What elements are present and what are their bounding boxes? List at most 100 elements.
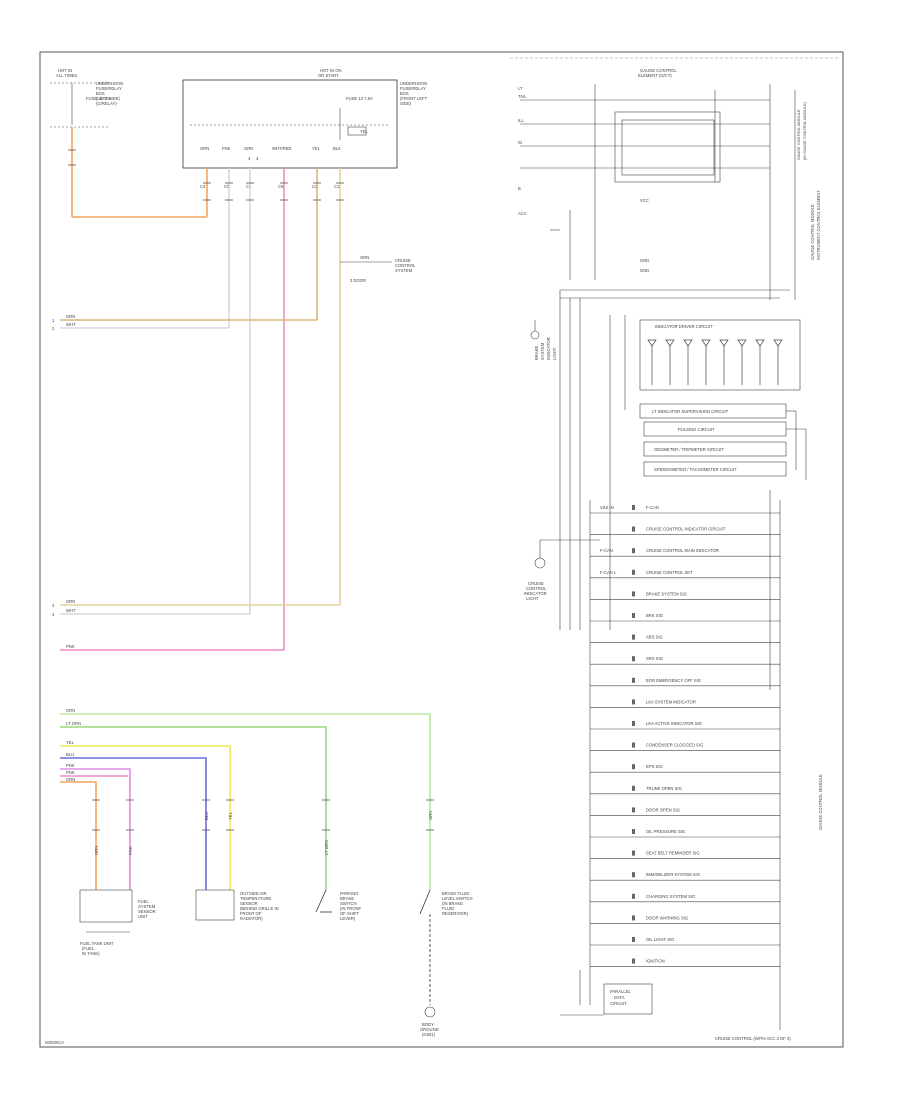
list-row-pin bbox=[632, 526, 635, 532]
fuse-mid: FUSE 13 7.5A bbox=[346, 96, 373, 101]
top-row-5: B bbox=[518, 186, 521, 191]
top-row-1: LT bbox=[518, 86, 523, 91]
leds-title: INDICATOR DRIVER CIRCUIT bbox=[655, 324, 713, 329]
list-row-pin bbox=[632, 505, 635, 510]
diagram-frame bbox=[39, 51, 844, 1048]
ring-label-4: LIGHT bbox=[526, 596, 539, 601]
fuse-left: FUSE 21 10A bbox=[86, 96, 112, 101]
fuse-section-left: HOT IN ALL TIMES FUSE 21 10A UNDERHOOD F… bbox=[50, 68, 123, 128]
list-row-text: ABS SIG bbox=[646, 635, 663, 640]
bottom-box-1: PARALLEL bbox=[610, 989, 632, 994]
connector-marks bbox=[68, 149, 344, 201]
ring-label-2: CONTROL bbox=[526, 586, 547, 591]
cruise-switch-tag: GRN bbox=[360, 255, 369, 260]
list-row-text: LKA SYSTEM INDICATOR bbox=[646, 699, 696, 704]
diag-text-2: (IN GAUGE CONTROL MODULE) bbox=[803, 101, 807, 160]
bottom-wire-5: PNK bbox=[66, 763, 75, 768]
bottom-box-2: DATA bbox=[614, 995, 625, 1000]
list-row-pin bbox=[632, 785, 635, 791]
stack-box-3: ODOMETER / TRIPMETER CIRCUIT bbox=[654, 447, 724, 452]
stack-box-2: PULSING CIRCUIT bbox=[678, 427, 715, 432]
cruise-switch-sub: 3 DOOR bbox=[350, 278, 366, 283]
footer-right-title: CRUISE CONTROL (WITH ACC 3 OF 3) bbox=[715, 1036, 791, 1041]
air-sensor-4: (BEHIND GRILLE IN bbox=[240, 906, 279, 911]
module-pin-num-2: 3 bbox=[256, 156, 259, 161]
fuel-sensor-1: FUEL bbox=[138, 899, 149, 904]
list-row-code: VSS IN bbox=[600, 505, 614, 510]
list-row-text: TRUNK OPEN SIG bbox=[646, 786, 682, 791]
list-row-pin bbox=[632, 656, 635, 662]
list-row-text: CRUISE CONTROL INDICATOR CIRCUIT bbox=[646, 527, 726, 532]
cruise-switch-desc-1: CRUISE bbox=[395, 258, 411, 263]
pb-switch-3: SWITCH bbox=[340, 901, 357, 906]
list-row-pin bbox=[632, 764, 635, 770]
top-unit-2: ELEMENT (G/CT) bbox=[638, 73, 672, 78]
fuel-sensor-sub-2: (FUEL bbox=[82, 946, 95, 951]
bottom-wire-6: PNK bbox=[66, 770, 75, 775]
top-row-2: TAIL bbox=[518, 94, 527, 99]
list-row-text: DOOR OPEN SIG bbox=[646, 807, 680, 812]
fuel-sensor-sub-3: IN TANK) bbox=[82, 951, 100, 956]
top-row-6: ACC bbox=[518, 211, 527, 216]
pb-switch-6: LEVER) bbox=[340, 916, 356, 921]
list-row-text: IGNITION bbox=[646, 959, 665, 964]
parking-brake-switch: PARKING BRAKE SWITCH (IN FRONT OF SHIFT … bbox=[315, 889, 362, 921]
module-pin-1: GRN bbox=[200, 146, 209, 151]
air-sensor-3: SENSOR bbox=[240, 901, 258, 906]
list-row-pin bbox=[632, 677, 635, 683]
bottom-wire-1: GRN bbox=[66, 708, 75, 713]
fuel-sensor-sub-1: FUEL TANK UNIT bbox=[80, 941, 114, 946]
top-row-4: IG bbox=[518, 140, 522, 145]
air-sensor-1: OUTSIDE AIR bbox=[240, 891, 267, 896]
brake-indicator: BRAKE SYSTEM INDICATOR LIGHT bbox=[530, 320, 557, 360]
brake-fluid-switch: BRAKE FLUID LEVEL SWITCH (IN BRAKE FLUID… bbox=[419, 889, 473, 1037]
mark-4: 4 bbox=[52, 612, 55, 617]
bf-switch-4: FLUID bbox=[442, 906, 454, 911]
vcc-3: GND bbox=[640, 268, 649, 273]
fuse-left-desc-1: UNDERHOOD bbox=[96, 81, 123, 86]
connector-tag-2: C5 bbox=[224, 184, 230, 189]
mark-1: 1 bbox=[52, 318, 55, 323]
ground-label-2: GROUND bbox=[420, 1027, 439, 1032]
footer-left-code: W3000CA bbox=[45, 1040, 64, 1045]
wire-grn2-label: GRN bbox=[66, 599, 75, 604]
pb-switch-5: OF SHIFT bbox=[340, 911, 360, 916]
gauge-top-unit: GAUGE CONTROL ELEMENT (G/CT) LT TAIL ILL… bbox=[518, 68, 807, 630]
fuel-sensor: FUEL SYSTEM SENSOR UNIT FUEL TANK UNIT (… bbox=[79, 889, 156, 956]
list-row-text: CONDENSER CLOGGED SIG bbox=[646, 743, 703, 748]
fuse-mid-desc-2: FUSE/RELAY bbox=[400, 86, 426, 91]
yel-tag: YEL bbox=[360, 129, 369, 134]
list-row-pin bbox=[632, 548, 635, 554]
list-row-pin bbox=[632, 569, 635, 575]
module-pin-6: BLK bbox=[333, 146, 341, 151]
vertical-right-1: GAUGE CONTROL MODULE bbox=[810, 204, 815, 260]
ring-label-1: CRUISE bbox=[528, 581, 544, 586]
list-row-pin bbox=[632, 850, 635, 856]
fuse-left-desc-4: (LEFT SIDE) bbox=[96, 96, 120, 101]
bottom-wire-2: LT GRN bbox=[66, 721, 81, 726]
list-row-pin bbox=[632, 915, 635, 921]
pb-switch-1: PARKING bbox=[340, 891, 359, 896]
list-row-text: CRUISE CONTROL SET bbox=[646, 570, 693, 575]
list-row-pin bbox=[632, 699, 635, 705]
cruise-switch-desc-3: SYSTEM bbox=[395, 268, 413, 273]
ground-label-3: (G551) bbox=[422, 1032, 436, 1037]
fuse-left-desc-2: FUSE/RELAY bbox=[96, 86, 122, 91]
cruise-indicator-ring: CRUISE CONTROL INDICATOR LIGHT bbox=[524, 539, 600, 601]
air-sensor-6: RADIATOR) bbox=[240, 916, 263, 921]
vertical-right-3: GAUGE CONTROL MODULE bbox=[818, 774, 823, 830]
list-row-text: IMMOBILIZER SYSTEM SIG bbox=[646, 872, 700, 877]
list-row-text: SEAT BELT REMINDER SIG bbox=[646, 851, 700, 856]
connector-tag-3: C5 bbox=[246, 184, 252, 189]
connector-tag-6: C1 bbox=[334, 184, 340, 189]
parallel-data-circuit: PARALLEL DATA CIRCUIT bbox=[560, 970, 653, 1016]
top-row-3: ILL bbox=[518, 118, 524, 123]
circuit-stack: LT INDICATOR SUPERVISION CIRCUIT PULSING… bbox=[639, 403, 807, 480]
fuel-sensor-3: SENSOR bbox=[138, 909, 156, 914]
fuel-sensor-2: SYSTEM bbox=[138, 904, 156, 909]
module-pin-2: PNK bbox=[222, 146, 231, 151]
list-row-code: F-CAN L bbox=[600, 570, 617, 575]
